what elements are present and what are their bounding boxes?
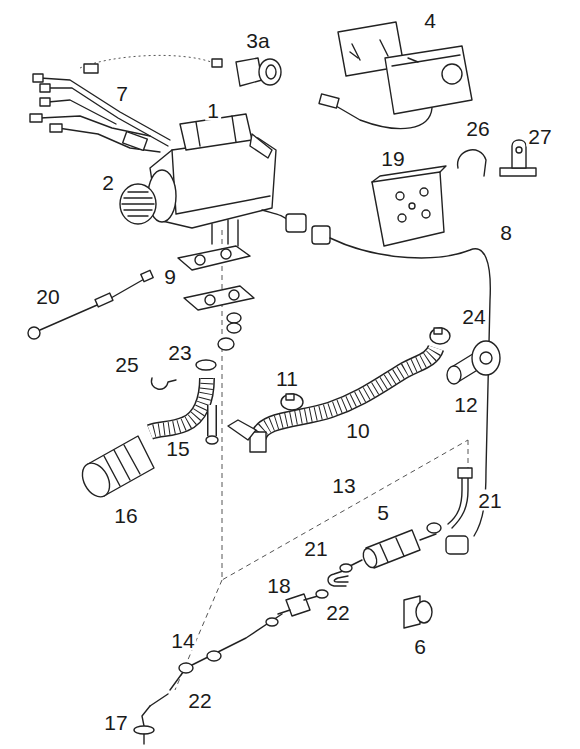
callout-number: 13	[330, 475, 357, 496]
callout-number: 15	[164, 438, 191, 459]
callout-number: 8	[498, 222, 514, 243]
callout-number: 22	[186, 690, 213, 711]
callout-number: 20	[34, 286, 61, 307]
fuel-line	[150, 468, 472, 706]
callout-number: 7	[114, 83, 130, 104]
fuel-clamp	[179, 651, 221, 673]
hose-clip	[151, 378, 176, 389]
callout-number: 22	[324, 602, 351, 623]
exhaust-pipe	[447, 341, 500, 384]
hose-clamp	[196, 360, 216, 370]
callout-number: 17	[102, 712, 129, 733]
callout-number: 12	[452, 394, 479, 415]
exhaust-hose	[228, 348, 436, 452]
exhaust-clamp	[281, 394, 303, 410]
control-unit	[319, 22, 472, 129]
wiring-harness	[30, 64, 170, 152]
callout-number: 24	[460, 306, 487, 327]
ground-cable	[28, 270, 153, 339]
assembly-guide-line	[468, 440, 469, 470]
fuel-standpipe	[134, 706, 154, 744]
mounting-bracket	[372, 166, 446, 246]
callout-number: 9	[162, 266, 178, 287]
heater-body	[148, 114, 290, 246]
callout-number: 19	[379, 148, 406, 169]
switch-wire	[80, 55, 214, 68]
gasket	[178, 246, 254, 350]
callout-number: 4	[422, 10, 438, 31]
switch-part	[212, 58, 281, 86]
callout-number: 3a	[244, 30, 271, 51]
callout-number: 25	[113, 354, 140, 375]
callout-number: 26	[464, 118, 491, 139]
callout-number: 18	[265, 575, 292, 596]
callout-number: 2	[100, 172, 116, 193]
intake-hose	[150, 378, 218, 444]
pump-bracket	[404, 596, 432, 628]
callout-number: 16	[112, 505, 139, 526]
callout-number: 10	[344, 420, 371, 441]
intake-silencer	[77, 436, 154, 502]
callout-number: 21	[476, 490, 503, 511]
callout-number: 6	[412, 636, 428, 657]
fuel-pump	[340, 523, 441, 572]
callout-number: 23	[166, 342, 193, 363]
wire-clip	[458, 150, 486, 176]
assembly-guide-line	[222, 230, 468, 580]
callout-number: 27	[526, 126, 553, 147]
callout-number: 21	[302, 538, 329, 559]
callout-number: 1	[205, 100, 221, 121]
callout-number: 5	[375, 502, 391, 523]
exhaust-clamp	[430, 328, 450, 344]
callout-number: 11	[274, 368, 300, 389]
callout-number: 14	[169, 630, 196, 651]
air-grille	[120, 184, 156, 224]
